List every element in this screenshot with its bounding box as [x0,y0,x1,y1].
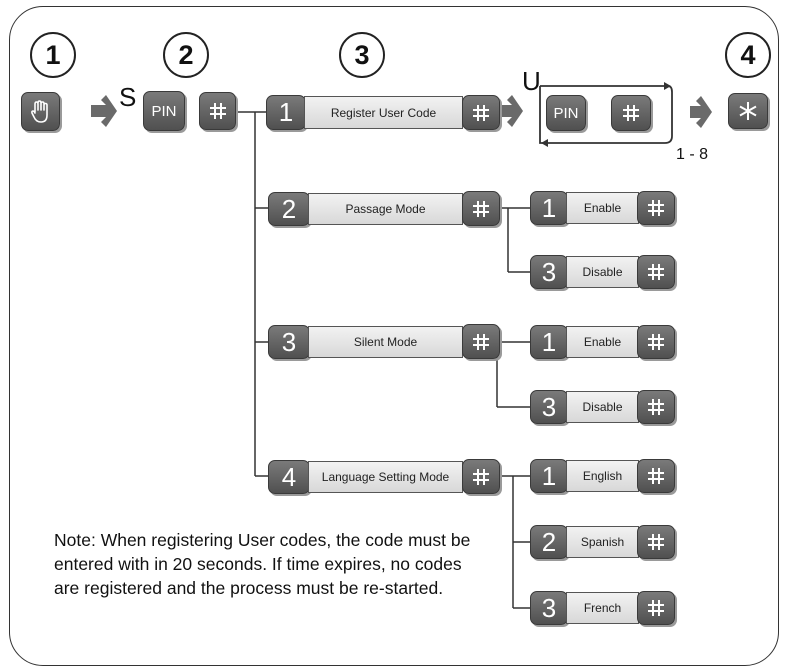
pin-key: PIN [143,91,185,131]
hash-icon [209,103,226,119]
menu-1-hash-key [462,95,500,130]
menu-1-number-key: 1 [266,95,306,130]
hash-icon [648,534,664,550]
passage-disable-number-key: 3 [530,255,568,289]
hash-key [199,92,236,130]
hash-icon [623,105,639,121]
menu-3-number-key: 3 [268,325,310,359]
hash-icon [648,600,664,616]
loop-return-arrowhead-icon [541,139,548,147]
star-key [728,93,768,129]
step-4-badge: 4 [725,32,771,78]
silent-enable-label: Enable [566,326,639,358]
hash-icon [648,468,664,484]
language-english-number-key: 1 [530,459,568,493]
silent-enable-number-key: 1 [530,325,568,359]
passage-enable-number-key: 1 [530,191,568,225]
step-2-badge: 2 [163,32,209,78]
user-hash-key [611,95,651,131]
menu-3-hash-key [462,324,500,359]
menu-2-hash-key [462,191,500,226]
language-spanish-number-key: 2 [530,525,568,559]
hash-icon [648,264,664,280]
hash-icon [473,104,489,121]
hash-icon [648,334,664,350]
hash-icon [648,200,664,216]
language-english-hash-key [637,459,675,493]
hand-icon [30,99,48,123]
silent-disable-number-key: 3 [530,390,568,424]
step-1-badge: 1 [30,32,76,78]
connector-lines [91,82,712,609]
menu-2-number-key: 2 [268,192,310,226]
language-french-number-key: 3 [530,591,568,625]
hand-key [21,92,60,131]
programming-diagram: 1 2 3 4 S PIN 1 Register User Code U PIN… [9,6,779,666]
user-pin-key: PIN [546,95,586,131]
step-3-badge: 3 [339,32,385,78]
note-text: Note: When registering User codes, the c… [54,530,471,598]
passage-disable-label: Disable [566,256,639,288]
hash-icon [473,200,489,217]
passage-enable-hash-key [637,191,675,225]
s-label: S [119,82,137,112]
language-french-hash-key [637,591,675,625]
star-icon [739,102,757,120]
u-label: U [522,66,541,96]
language-english-label: English [566,460,639,492]
hash-icon [473,468,489,485]
language-spanish-label: Spanish [566,526,639,558]
loop-arrowhead-icon [664,82,671,90]
user-range-label: 1 - 8 [676,146,709,163]
language-spanish-hash-key [637,525,675,559]
menu-4-hash-key [462,459,500,494]
silent-disable-label: Disable [566,391,639,423]
menu-1-label: Register User Code [304,96,463,129]
menu-4-label: Language Setting Mode [308,461,463,493]
menu-2-label: Passage Mode [308,193,463,225]
language-french-label: French [566,592,639,624]
passage-enable-label: Enable [566,192,639,224]
right-arrow-icon [690,96,712,128]
menu-4-number-key: 4 [268,460,310,494]
right-arrow-icon [91,95,117,127]
menu-3-label: Silent Mode [308,326,463,358]
hash-icon [473,333,489,350]
silent-enable-hash-key [637,325,675,359]
hash-icon [648,399,664,415]
passage-disable-hash-key [637,255,675,289]
right-arrow-icon [501,95,523,127]
silent-disable-hash-key [637,390,675,424]
